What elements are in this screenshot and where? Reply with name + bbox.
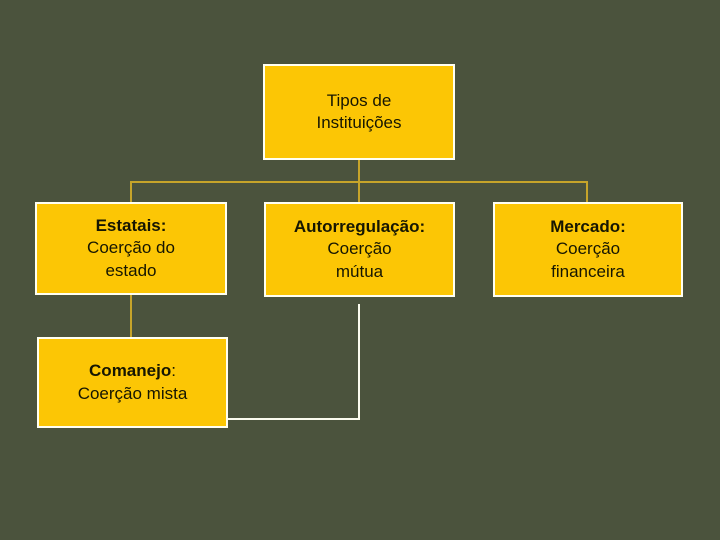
node-comanejo-title: Comanejo [89, 361, 172, 381]
node-comanejo: Comanejo: Coerção mista [37, 337, 228, 428]
connector-drop-mercado [586, 181, 588, 202]
node-comanejo-line1: Coerção mista [77, 383, 188, 403]
connector-root-stub [358, 160, 360, 182]
node-estatais-title: Estatais: [95, 216, 167, 236]
node-comanejo-title-line: Comanejo: [43, 360, 222, 382]
node-mercado-line2: financeira [551, 261, 625, 281]
node-mercado-line1: Coerção [555, 239, 621, 259]
node-comanejo-colon: : [171, 361, 176, 381]
connector-white-horizontal [228, 418, 360, 420]
node-autorregulacao-title: Autorregulação: [293, 217, 426, 237]
connector-drop-estatais [130, 181, 132, 202]
node-estatais-line1: Coerção do [87, 238, 175, 258]
node-estatais-line2: estado [105, 260, 157, 280]
node-mercado-title: Mercado: [550, 217, 626, 237]
connector-estatais-comanejo [130, 295, 132, 337]
node-root-line2: Instituições [316, 113, 402, 132]
node-tipos-de-instituicoes: Tipos de Instituições [263, 64, 455, 160]
node-estatais: Estatais: Coerção do estado [35, 202, 227, 295]
connector-white-vertical [358, 304, 360, 420]
node-autorregulacao: Autorregulação: Coerção mútua [264, 202, 455, 297]
node-root-line1: Tipos de [326, 90, 392, 110]
node-mercado: Mercado: Coerção financeira [493, 202, 683, 297]
node-autorregulacao-line2: mútua [335, 261, 384, 281]
connector-drop-autorregulacao [358, 181, 360, 202]
node-autorregulacao-line1: Coerção [327, 239, 392, 259]
